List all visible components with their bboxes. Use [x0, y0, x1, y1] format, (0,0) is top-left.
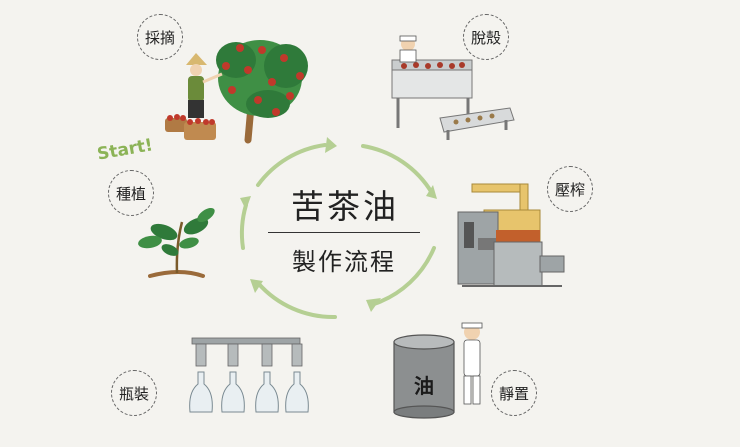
step-harvest: 採摘	[137, 14, 183, 60]
title-divider	[268, 232, 420, 233]
step-planting-label: 種植	[115, 184, 146, 203]
step-bottling-label: 瓶裝	[118, 384, 149, 403]
cycle-arrowheads	[240, 137, 437, 312]
harvest-illustration	[165, 40, 308, 144]
step-planting: 種植	[108, 170, 154, 216]
press-illustration	[457, 183, 565, 287]
step-settling: 靜置	[491, 370, 537, 416]
step-pressing-label: 壓榨	[554, 180, 585, 199]
diagram-title: 苦茶油	[291, 187, 399, 226]
step-pressing: 壓榨	[547, 166, 593, 212]
settling-illustration	[393, 322, 483, 419]
barrel-label: 油	[414, 374, 434, 398]
diagram-subtitle: 製作流程	[292, 248, 396, 276]
step-bottling: 瓶裝	[111, 370, 157, 416]
shelling-illustration	[391, 35, 515, 140]
seedling-illustration	[138, 207, 215, 278]
step-shelling-label: 脫殼	[470, 28, 501, 47]
cycle-arrows	[239, 143, 436, 320]
step-shelling: 脫殼	[463, 14, 509, 60]
bottling-illustration	[189, 337, 309, 413]
step-harvest-label: 採摘	[144, 28, 175, 47]
step-settling-label: 靜置	[498, 384, 529, 403]
